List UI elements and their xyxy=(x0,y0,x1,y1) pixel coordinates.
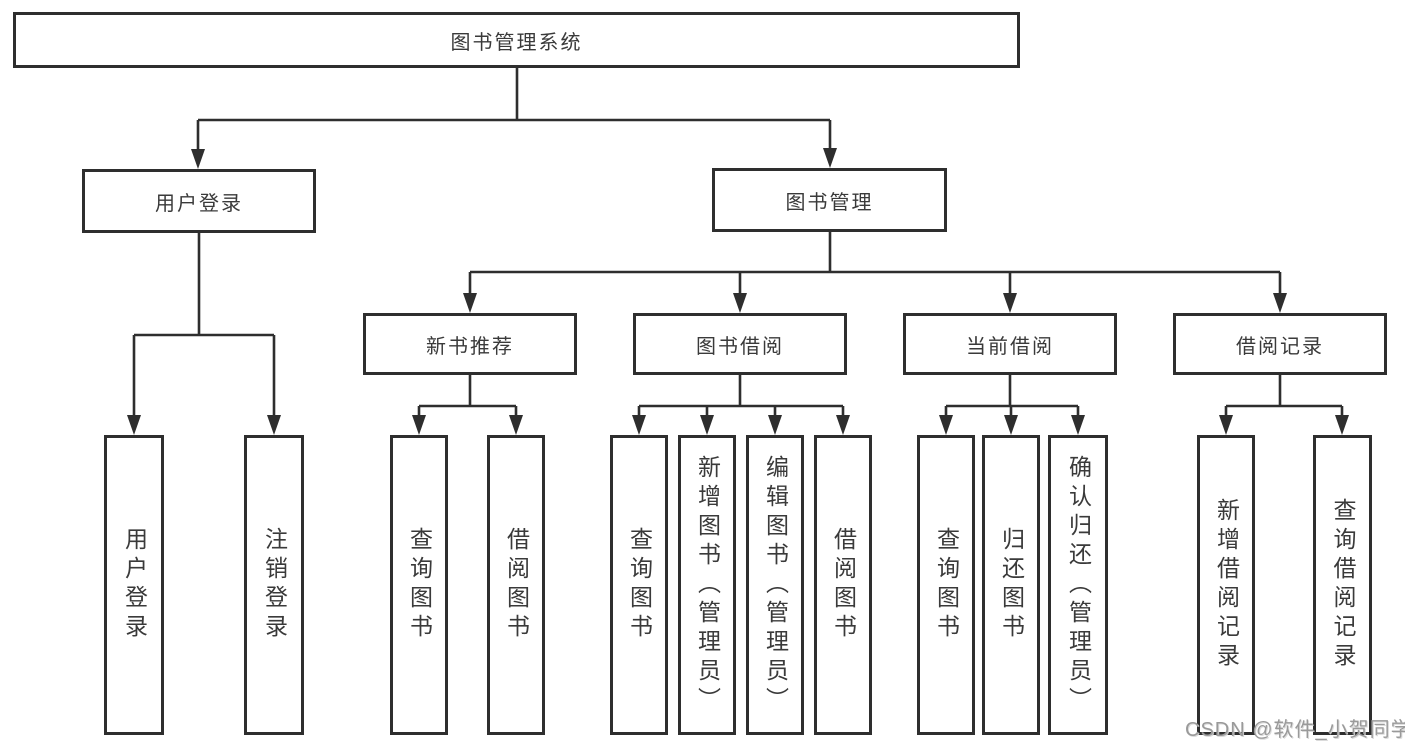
leaf-return-books: 归还图书 xyxy=(982,435,1040,735)
node-user-login-branch: 用户登录 xyxy=(82,169,316,233)
leaf-user-login: 用户登录 xyxy=(104,435,164,735)
arrowheads xyxy=(127,148,1349,435)
node-root-system: 图书管理系统 xyxy=(13,12,1020,68)
node-new-book-recommendation: 新书推荐 xyxy=(363,313,577,375)
leaf-edit-books-admin: 编辑图书（管理员） xyxy=(746,435,804,735)
csdn-watermark: CSDN @软件_小贺同学 xyxy=(1185,719,1405,741)
leaf-query-books-2: 查询图书 xyxy=(610,435,668,735)
leaf-add-borrow-record: 新增借阅记录 xyxy=(1197,435,1255,735)
node-book-management-branch: 图书管理 xyxy=(712,168,947,232)
leaf-borrow-books-1: 借阅图书 xyxy=(487,435,545,735)
node-current-borrowing: 当前借阅 xyxy=(903,313,1117,375)
leaf-query-books-3: 查询图书 xyxy=(917,435,975,735)
leaf-logout: 注销登录 xyxy=(244,435,304,735)
leaf-borrow-books-2: 借阅图书 xyxy=(814,435,872,735)
leaf-query-books-1: 查询图书 xyxy=(390,435,448,735)
leaf-confirm-return-admin: 确认归还（管理员） xyxy=(1048,435,1108,735)
node-book-borrowing: 图书借阅 xyxy=(633,313,847,375)
leaf-query-borrow-record: 查询借阅记录 xyxy=(1313,435,1372,735)
node-borrowing-records: 借阅记录 xyxy=(1173,313,1387,375)
leaf-add-books-admin: 新增图书（管理员） xyxy=(678,435,736,735)
